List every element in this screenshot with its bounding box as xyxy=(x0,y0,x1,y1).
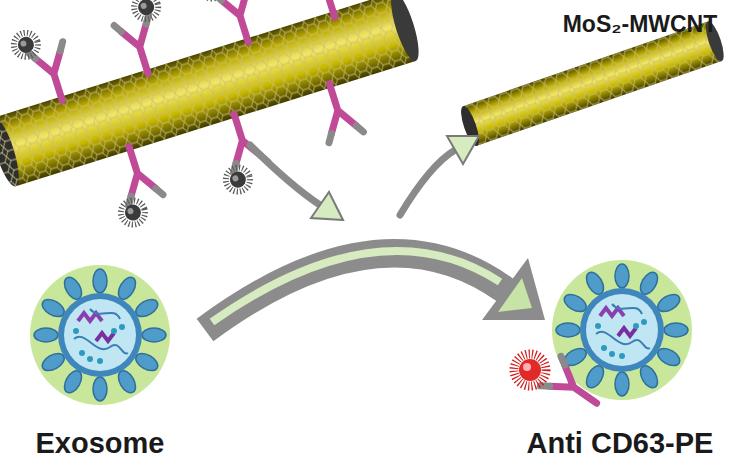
figure-label: Exosome xyxy=(36,428,165,460)
figure-label: Anti CD63-PE xyxy=(527,428,714,460)
figure-label: MoS₂-MWCNT xyxy=(563,12,718,37)
